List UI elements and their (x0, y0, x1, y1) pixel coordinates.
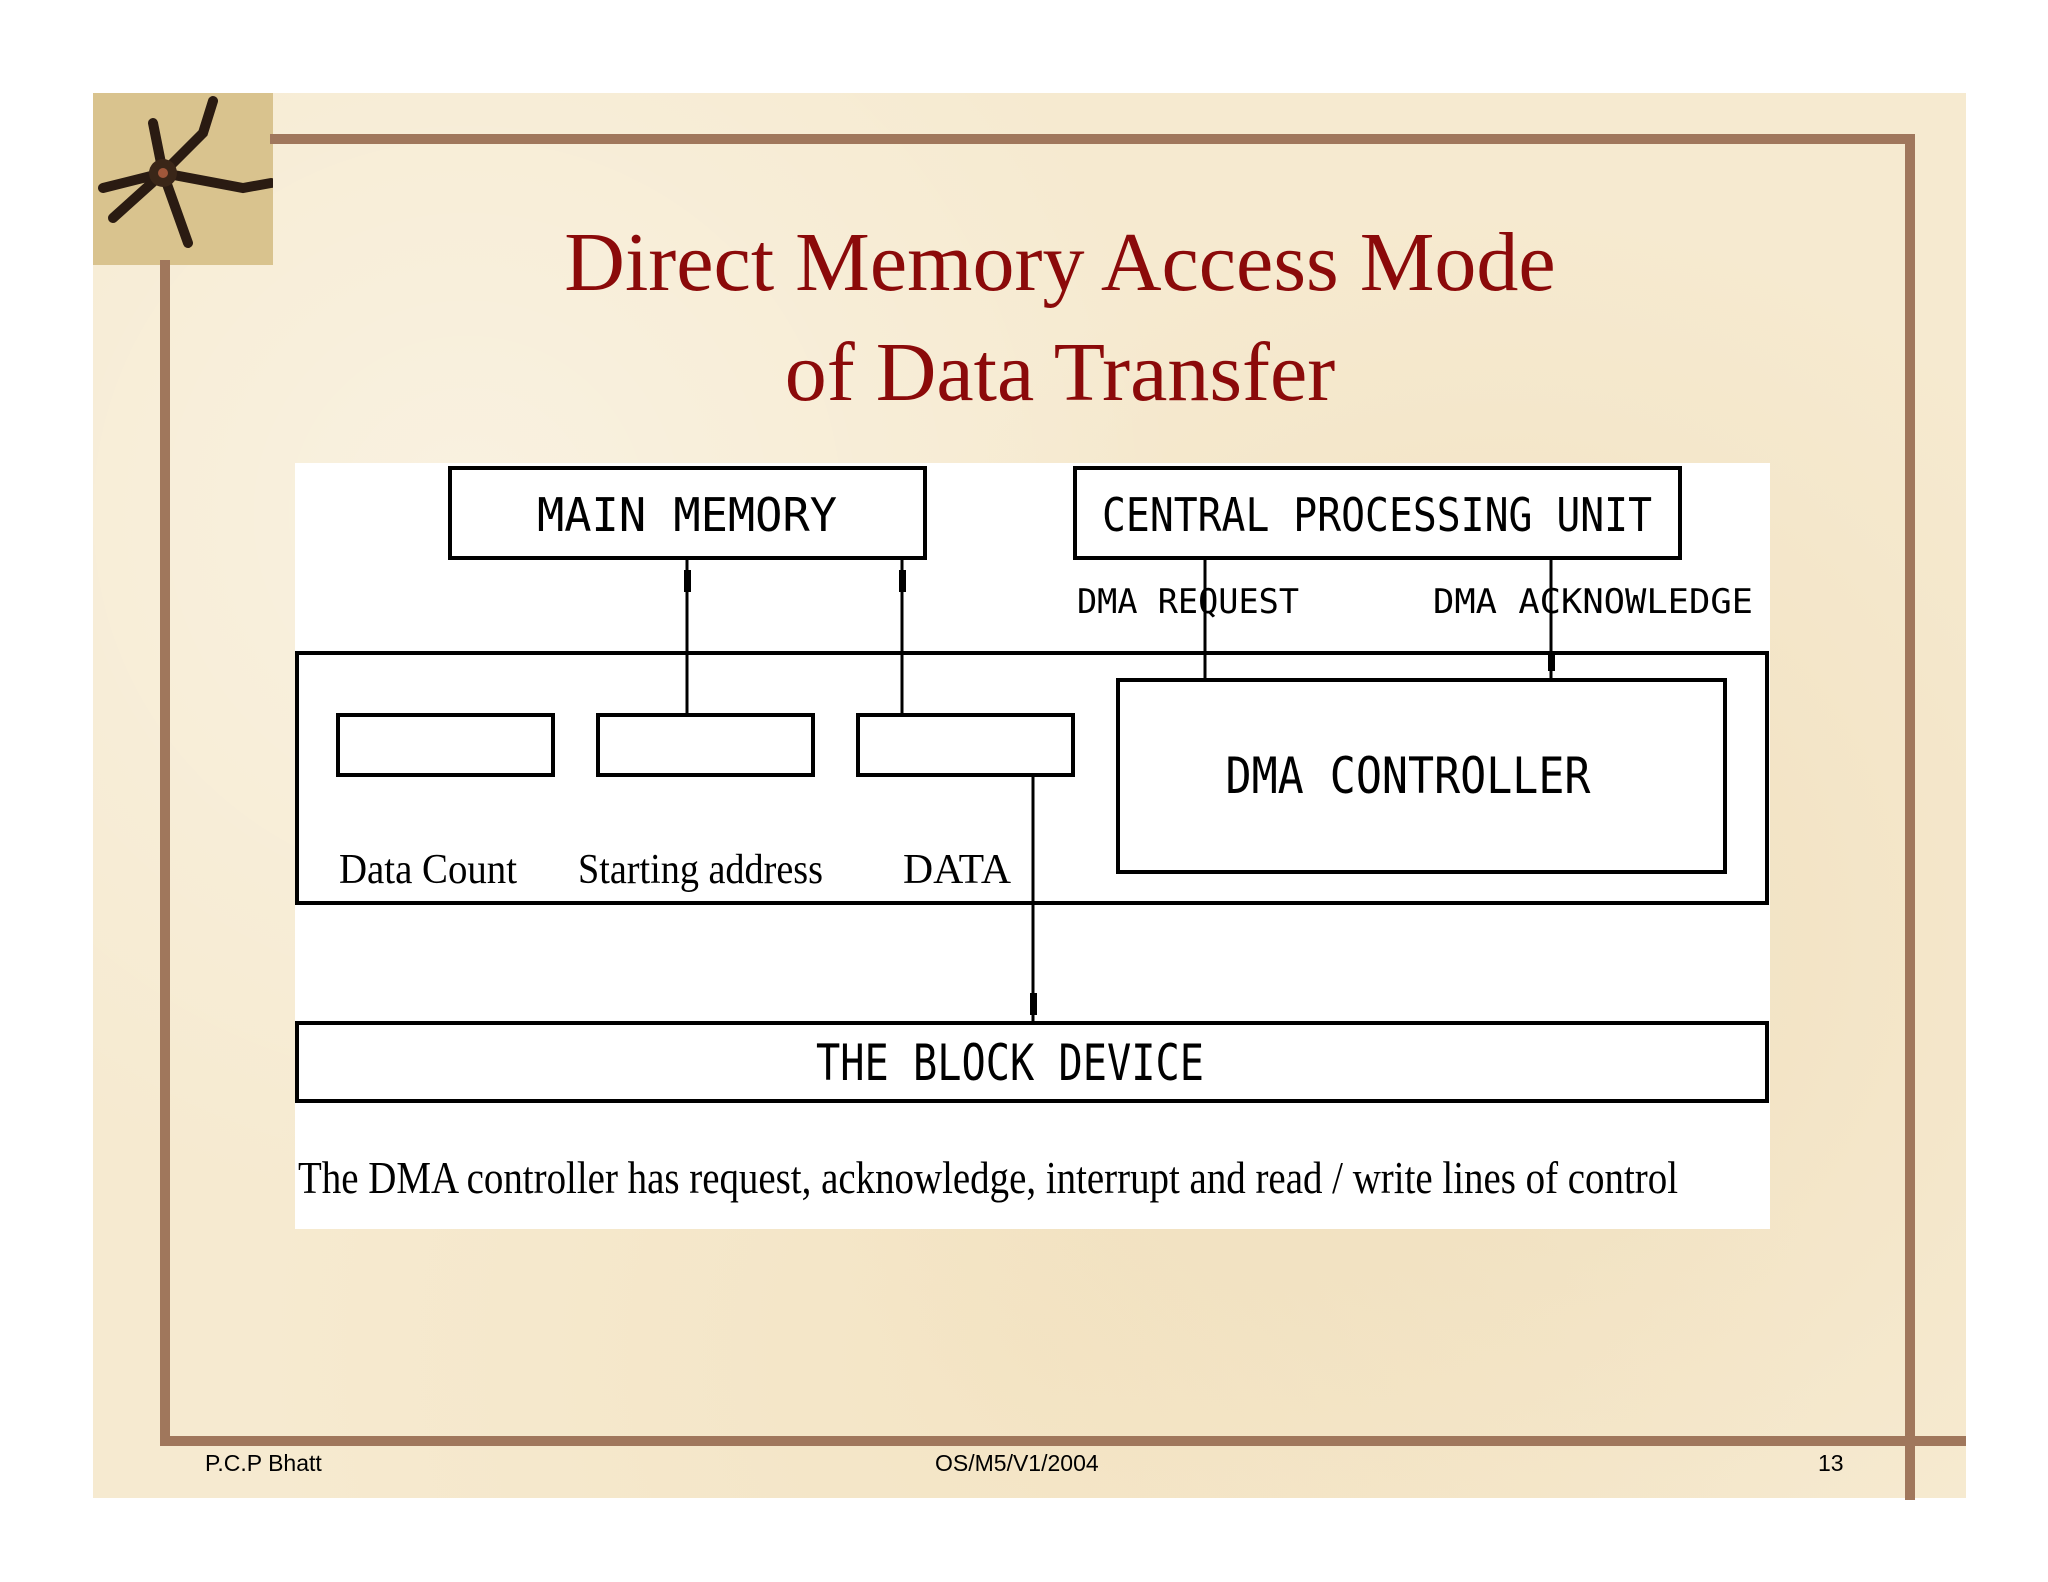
frame-left-border (160, 260, 170, 1445)
frame-top-border (270, 134, 1915, 144)
frame-bottom-border (160, 1436, 1966, 1446)
block-device-label: THE BLOCK DEVICE (816, 1034, 1204, 1092)
title-line-2: of Data Transfer (784, 326, 1336, 419)
data-count-label: Data Count (339, 847, 517, 893)
footer-course-code: OS/M5/V1/2004 (935, 1450, 1099, 1476)
dma-controller-box (1116, 678, 1727, 874)
footer-page-number: 13 (1818, 1450, 1844, 1476)
footer-author: P.C.P Bhatt (205, 1450, 322, 1476)
dma-diagram: MAIN MEMORY CENTRAL PROCESSING UNIT DMA … (295, 463, 1770, 1229)
corner-ornament-icon (93, 93, 273, 265)
frame-right-border (1905, 134, 1915, 1500)
starting-address-register (596, 713, 815, 777)
dma-acknowledge-label: DMA ACKNOWLEDGE (1433, 582, 1753, 622)
data-count-register (336, 713, 555, 777)
data-register (856, 713, 1075, 777)
dma-request-label: DMA REQUEST (1077, 582, 1299, 622)
cpu-label: CENTRAL PROCESSING UNIT (1102, 488, 1652, 542)
starting-address-label: Starting address (578, 847, 823, 893)
data-label: DATA (903, 847, 1012, 893)
main-memory-label: MAIN MEMORY (537, 488, 837, 542)
diagram-caption: The DMA controller has request, acknowle… (298, 1152, 1678, 1203)
cpu-box (1073, 466, 1682, 560)
dma-controller-label: DMA CONTROLLER (1226, 747, 1592, 805)
block-device-box (295, 1021, 1769, 1103)
slide-title: Direct Memory Access Mode of Data Transf… (260, 208, 1860, 428)
title-line-1: Direct Memory Access Mode (564, 216, 1556, 309)
